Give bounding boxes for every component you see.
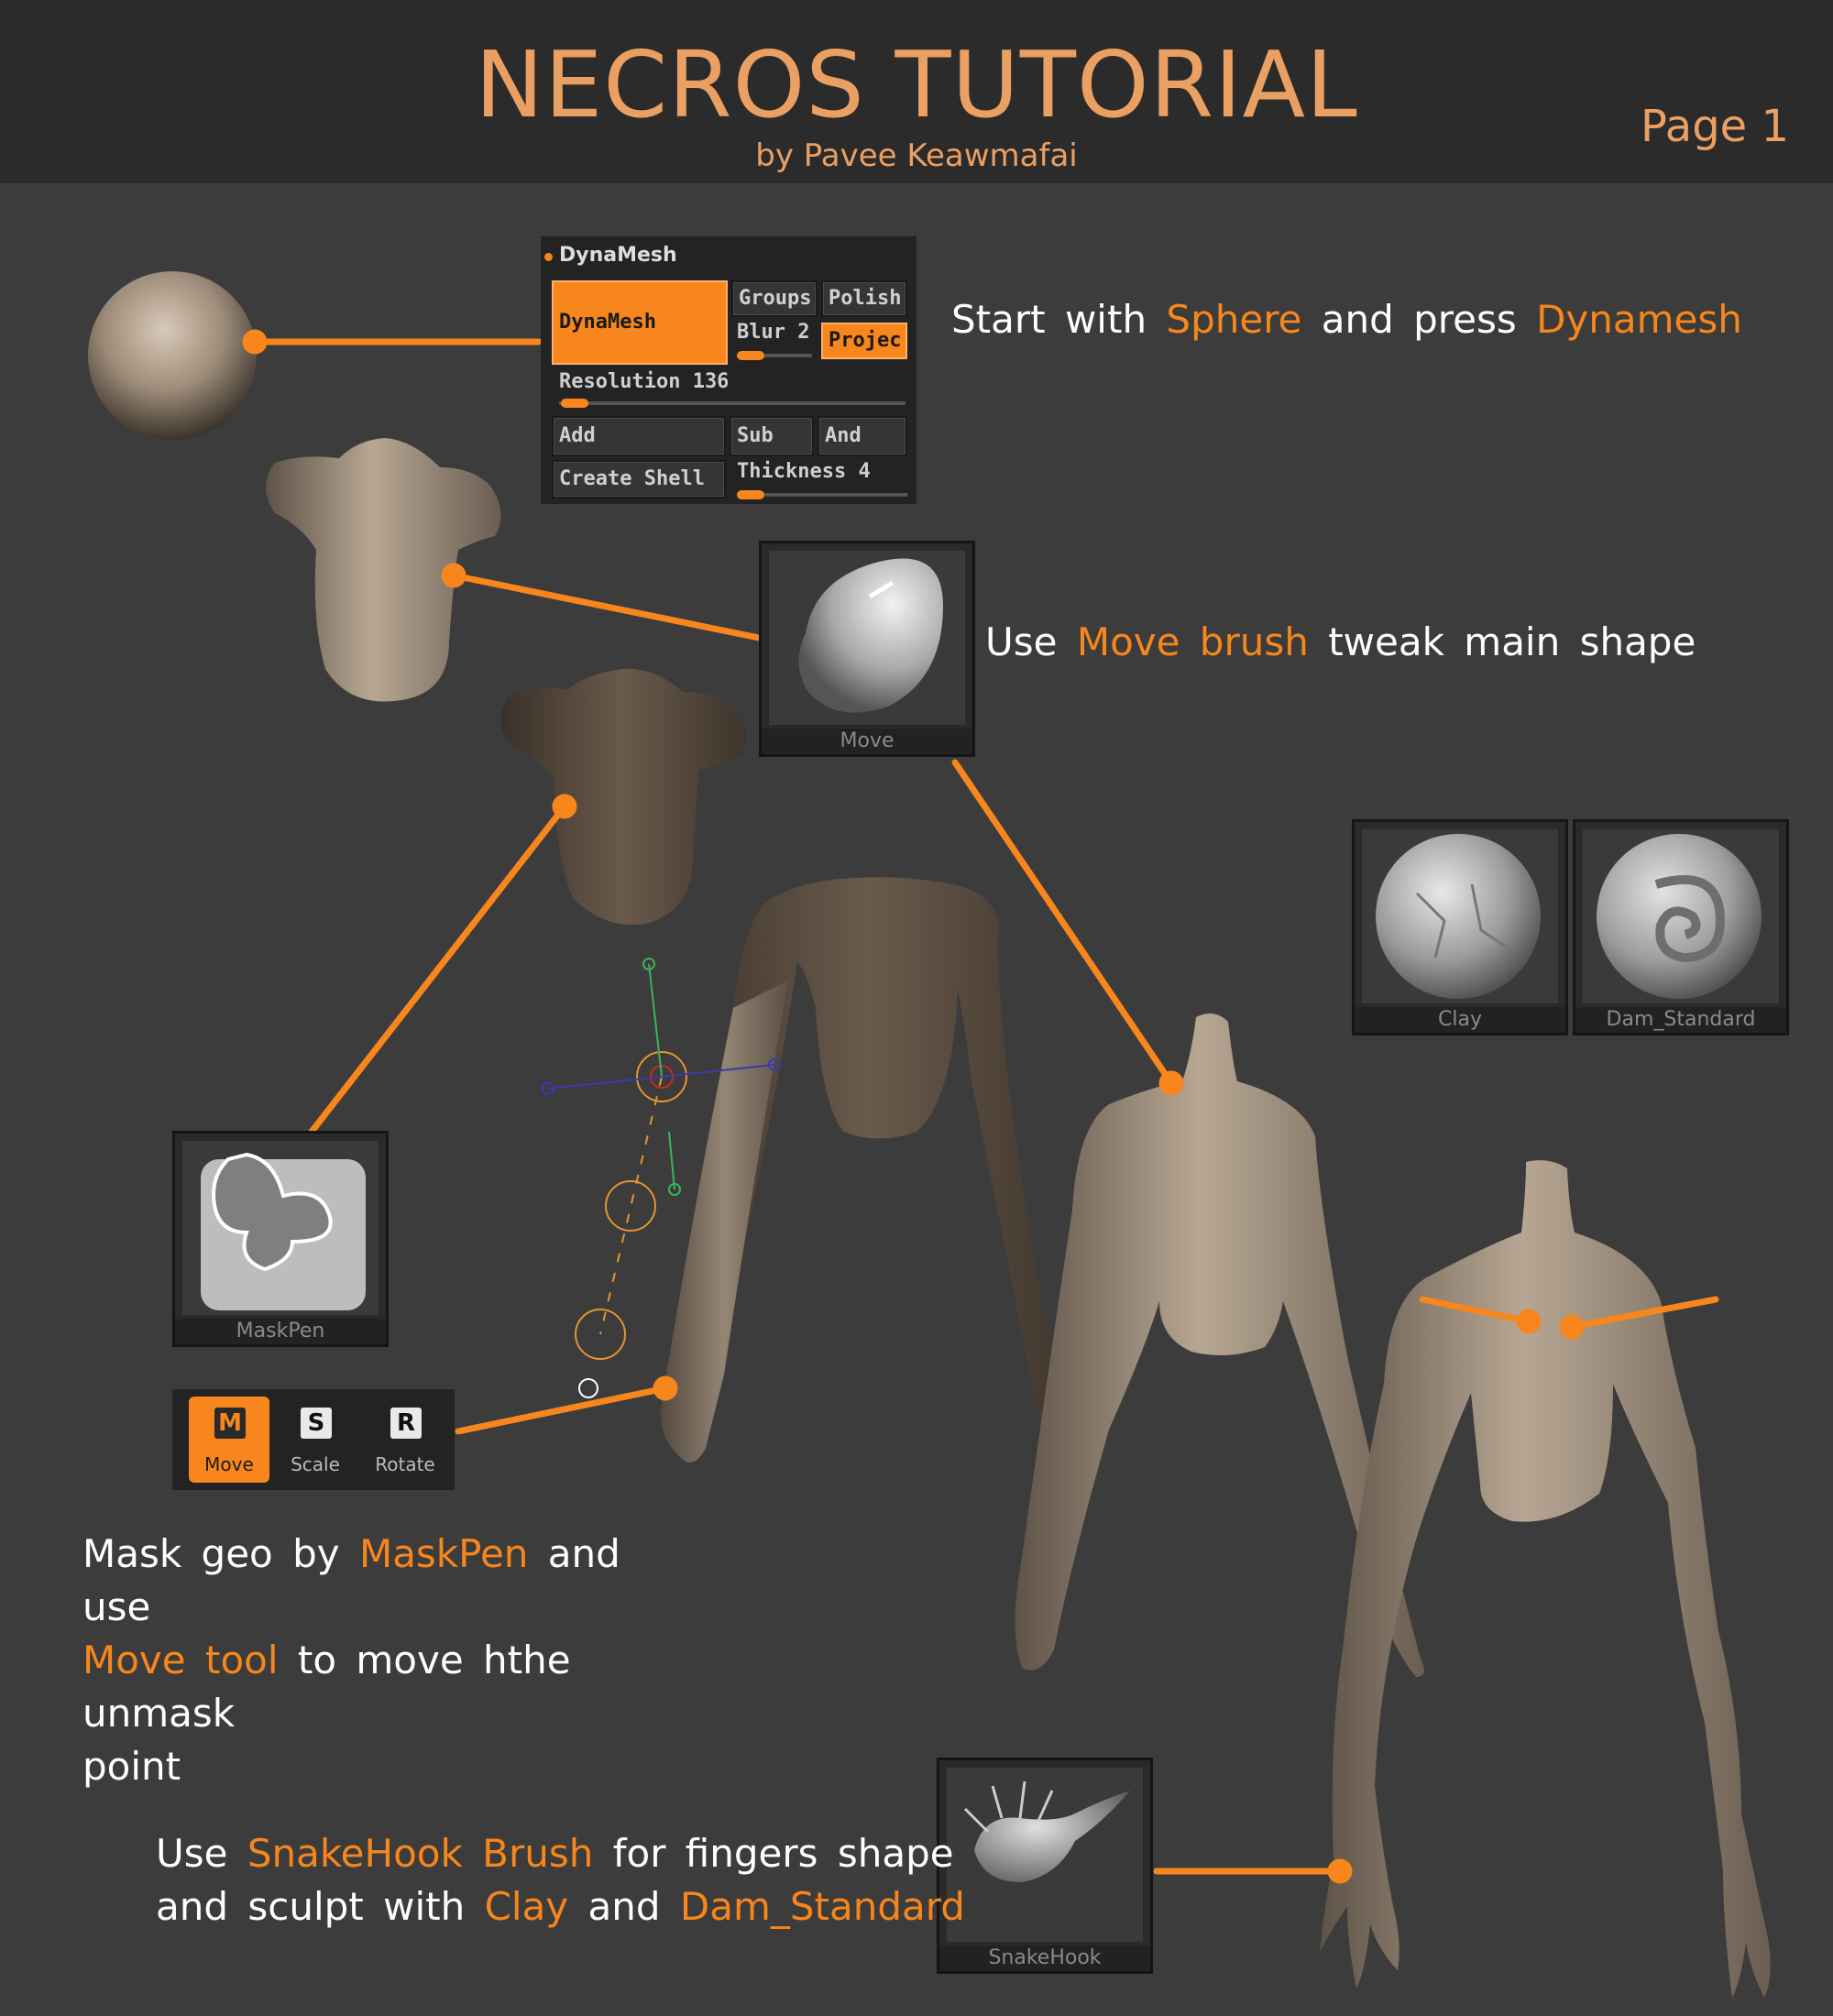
caption-step-2: Use Move brush tweak main shape <box>985 619 1696 664</box>
dark-shape-render <box>500 668 746 926</box>
move-tool-button[interactable]: M Move <box>189 1397 269 1483</box>
dynamesh-button[interactable]: DynaMesh <box>552 280 728 365</box>
dynamesh-panel-title: DynaMesh <box>559 244 677 267</box>
blur-slider[interactable] <box>737 354 812 357</box>
snakehook-brush-icon <box>947 1768 1143 1942</box>
rotate-tool-label: Rotate <box>375 1453 435 1475</box>
maskpen-brush-label: MaskPen <box>175 1319 386 1344</box>
scale-tool-icon: S <box>301 1408 332 1439</box>
snakehook-brush-label: SnakeHook <box>939 1945 1150 1971</box>
thickness-slider[interactable] <box>737 493 907 497</box>
blur-slider-label: Blur 2 <box>737 321 810 344</box>
move-brush-icon <box>769 551 965 725</box>
move-tool-icon: M <box>214 1408 246 1439</box>
dam-standard-brush-label: Dam_Standard <box>1575 1007 1786 1033</box>
rotate-tool-button[interactable]: R Rotate <box>365 1397 445 1483</box>
rotate-tool-icon: R <box>390 1408 422 1439</box>
move-tool-label: Move <box>204 1453 254 1475</box>
clay-brush-label: Clay <box>1355 1007 1565 1033</box>
brush-tile-move[interactable]: Move <box>759 541 975 757</box>
final-necro-render <box>1320 1160 1771 1998</box>
header-bar: NECROS TUTORIAL by Pavee Keawmafai Page … <box>0 0 1833 183</box>
page-number: Page 1 <box>1641 101 1789 152</box>
and-button[interactable]: And <box>818 416 907 456</box>
brush-tile-maskpen[interactable]: MaskPen <box>172 1131 389 1347</box>
resolution-slider-label: Resolution 136 <box>559 370 730 393</box>
create-shell-button[interactable]: Create Shell <box>552 460 726 499</box>
thickness-slider-label: Thickness 4 <box>737 460 871 483</box>
groups-button[interactable]: Groups <box>731 280 818 317</box>
resolution-slider-knob[interactable] <box>561 399 588 408</box>
sphere-render <box>88 271 257 440</box>
tweak-shape-render <box>266 438 501 702</box>
polish-button[interactable]: Polish <box>821 280 907 317</box>
resolution-slider[interactable] <box>559 401 906 405</box>
brush-tile-snakehook[interactable]: SnakeHook <box>937 1758 1153 1974</box>
brush-tile-dam-standard[interactable]: Dam_Standard <box>1573 819 1789 1035</box>
sub-button[interactable]: Sub <box>730 416 814 456</box>
caption-step-4: Use SnakeHook Brush for fingers shape an… <box>156 1831 965 1929</box>
transpose-gizmo <box>542 958 781 1398</box>
clay-brush-icon <box>1362 829 1558 1003</box>
page-title: NECROS TUTORIAL <box>475 31 1358 138</box>
blur-slider-knob[interactable] <box>737 351 764 360</box>
move-brush-label: Move <box>762 729 972 754</box>
neck-torso-render <box>1015 1013 1424 1677</box>
maskpen-brush-icon <box>182 1141 379 1315</box>
scale-tool-label: Scale <box>291 1453 340 1475</box>
panel-bullet-icon <box>544 253 553 261</box>
caption-step-1: Start with Sphere and press Dynamesh <box>951 297 1742 342</box>
author-credit: by Pavee Keawmafai <box>755 137 1078 174</box>
caption-step-3: Mask geo by MaskPen and use Move tool to… <box>82 1531 620 1789</box>
dam-standard-brush-icon <box>1583 829 1779 1003</box>
project-button[interactable]: Projec <box>821 323 907 359</box>
brush-tile-clay[interactable]: Clay <box>1352 819 1568 1035</box>
add-button[interactable]: Add <box>552 416 726 456</box>
transform-toolbar: M Move S Scale R Rotate <box>172 1389 455 1490</box>
thickness-slider-knob[interactable] <box>737 490 764 499</box>
scale-tool-button[interactable]: S Scale <box>275 1397 356 1483</box>
dynamesh-panel: DynaMesh DynaMesh Groups Polish Blur 2 P… <box>541 236 916 504</box>
